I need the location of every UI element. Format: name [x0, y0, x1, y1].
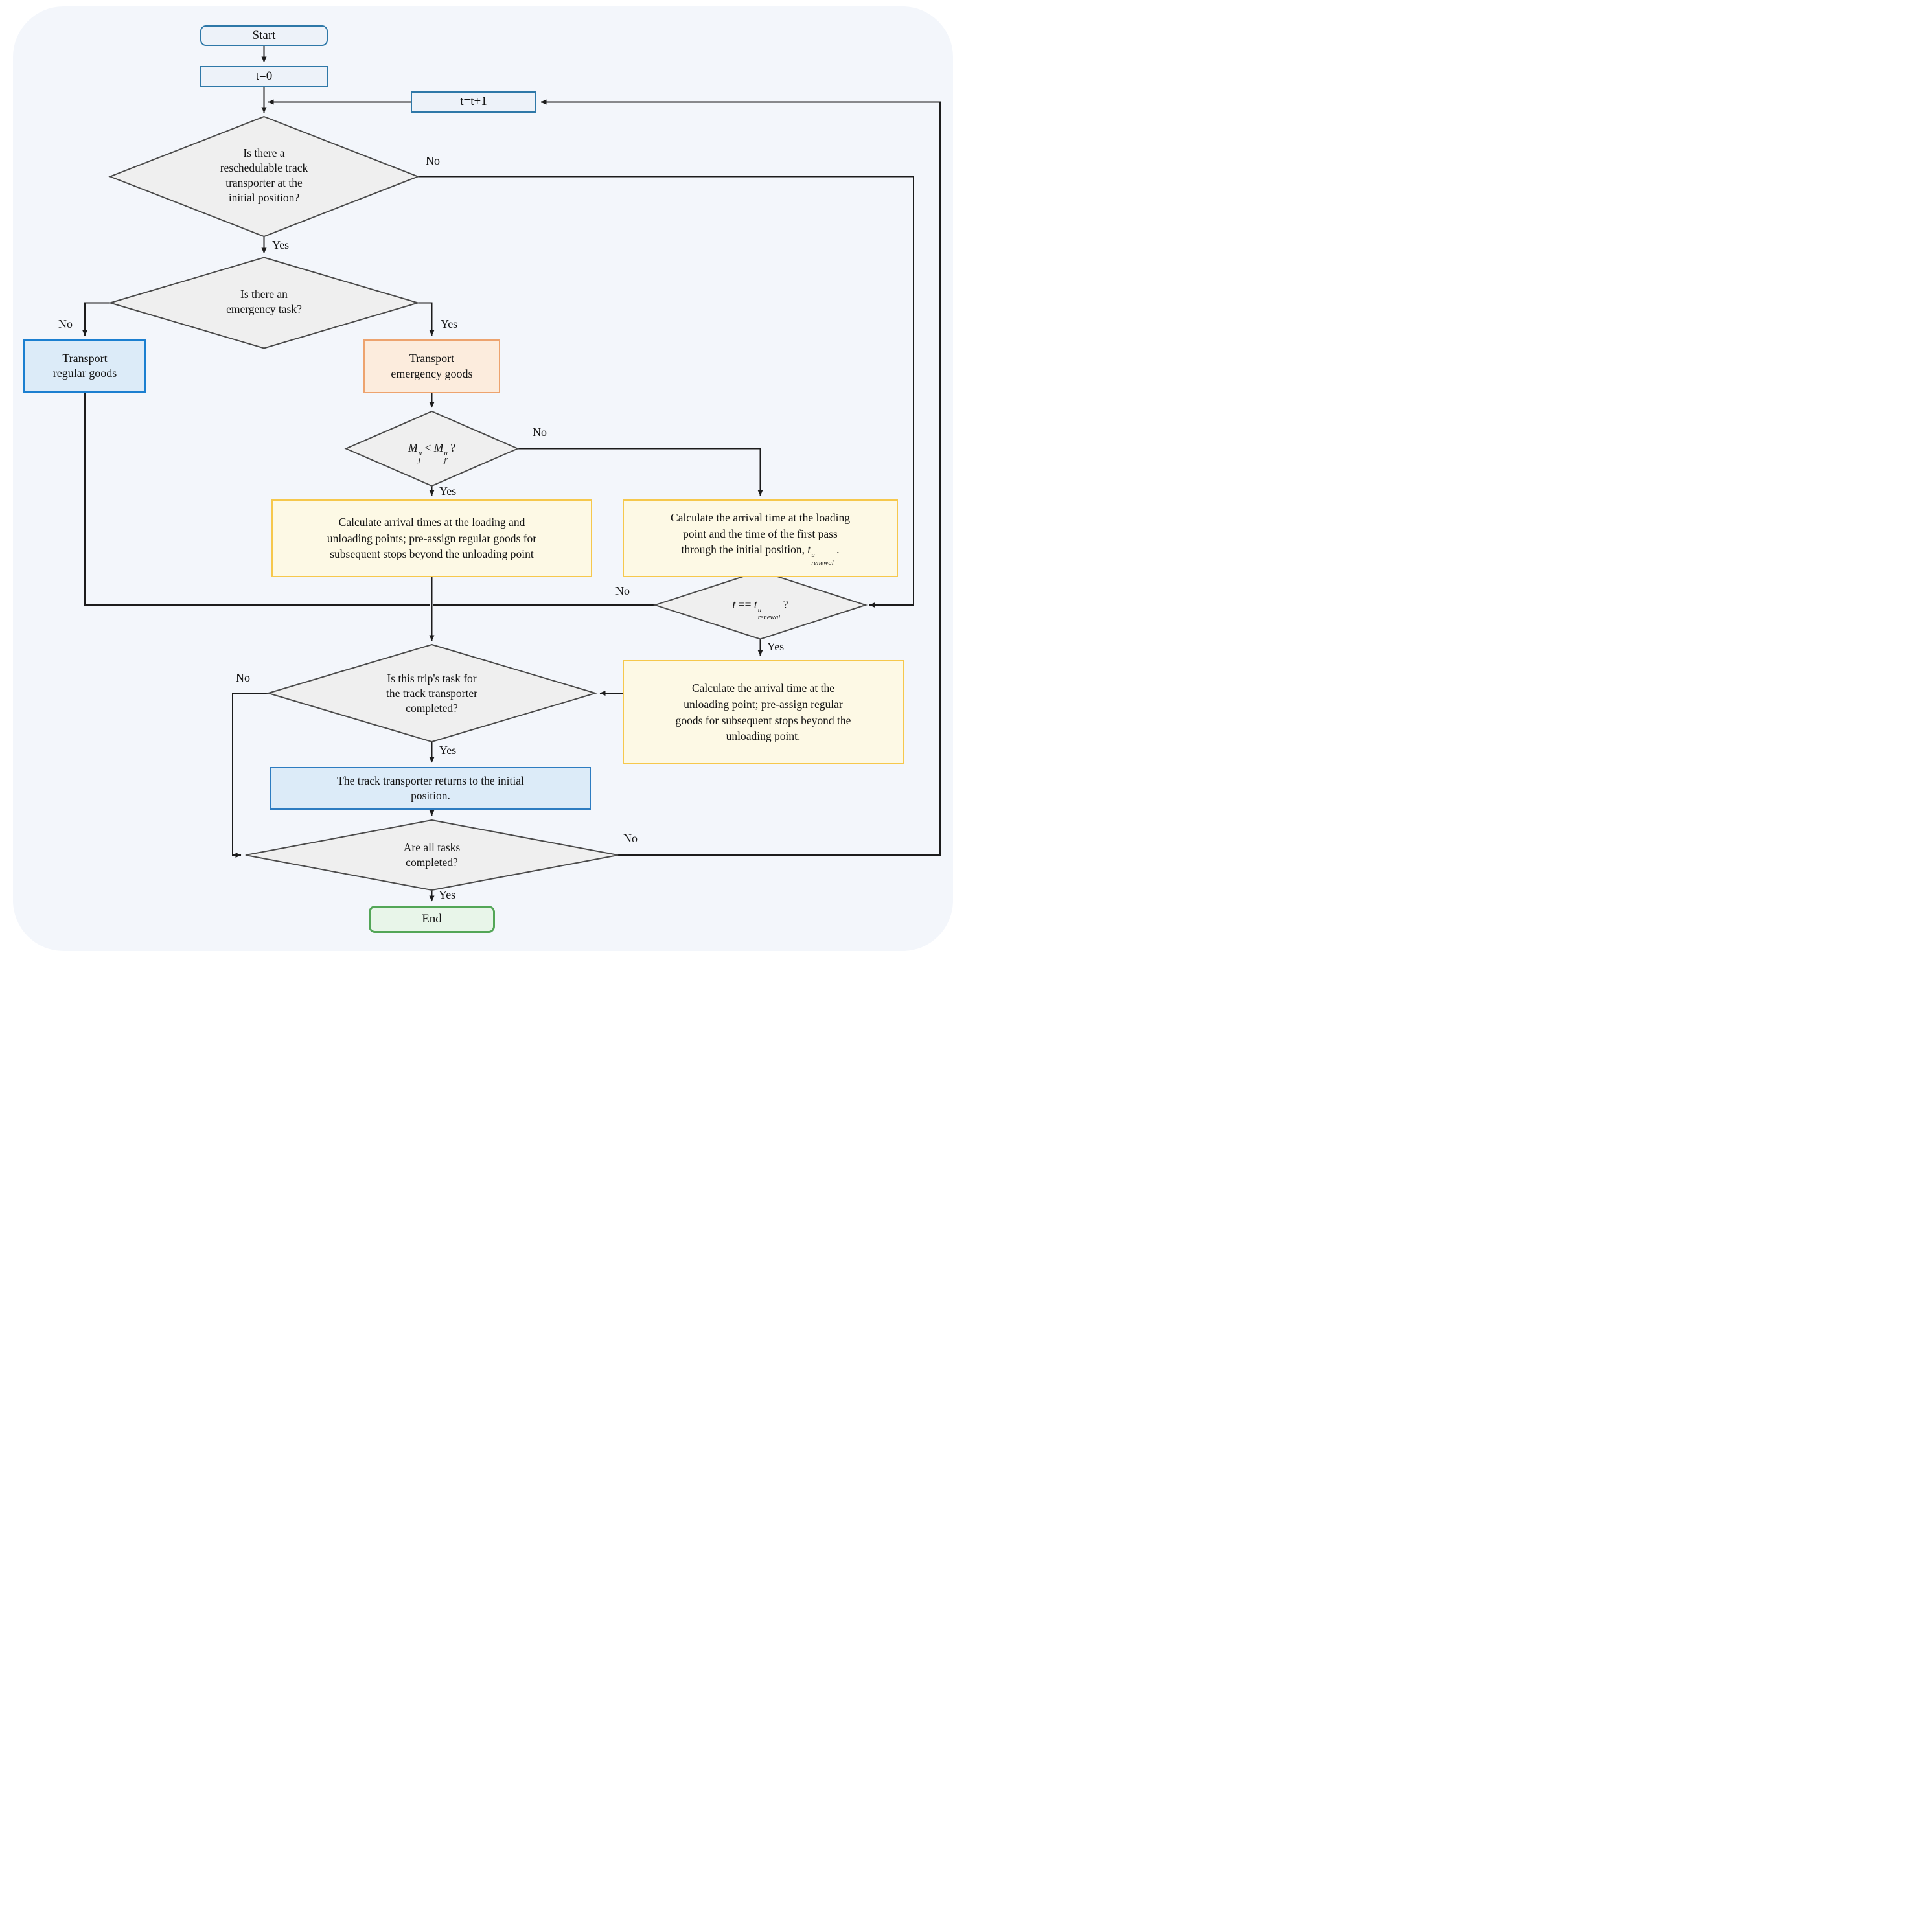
connector-layer	[82, 46, 941, 902]
edge-emergency-yes	[418, 302, 435, 336]
label-alltasks-yes: Yes	[439, 888, 456, 901]
decision-emergency-shape	[108, 257, 420, 349]
t0-label: t=0	[255, 69, 273, 83]
transport-emergency-node: Transport emergency goods	[363, 339, 500, 393]
decision-alltasks: Are all tasks completed?	[403, 841, 461, 869]
label-reschedulable-yes: Yes	[272, 238, 290, 251]
t-increment-label: t=t+1	[460, 95, 487, 109]
decision-reschedulable: Is there a reschedulable track transport…	[220, 146, 308, 205]
label-emergency-yes: Yes	[441, 317, 458, 330]
decision-emergency: Is there an emergency task?	[226, 288, 302, 316]
label-trip-no: No	[236, 671, 250, 684]
label-renewal-no: No	[615, 584, 630, 597]
return-initial-node: The track transporter returns to the ini…	[270, 767, 591, 810]
start-label: Start	[252, 28, 276, 42]
calc-loading-first-pass-node: Calculate the arrival time at the loadin…	[623, 499, 898, 577]
edge-triptask-no	[232, 693, 268, 858]
edge-emergency-no	[82, 302, 110, 336]
label-capacity-yes: Yes	[439, 485, 457, 498]
decision-renewal-shape	[652, 570, 868, 640]
t0-node: t=0	[200, 66, 328, 87]
calc-unloading-node: Calculate the arrival time at the unload…	[623, 660, 904, 764]
edge-reschedulable-no	[418, 176, 914, 608]
label-emergency-no: No	[58, 317, 73, 330]
decision-capacity-shape	[344, 410, 520, 487]
edge-alltasks-no-loop	[540, 99, 941, 856]
calc-loading-unloading-node: Calculate arrival times at the loading a…	[271, 499, 592, 577]
start-node: Start	[200, 25, 328, 46]
label-renewal-yes: Yes	[767, 640, 785, 653]
label-capacity-no: No	[533, 426, 547, 439]
t-increment-node: t=t+1	[411, 91, 536, 113]
end-label: End	[422, 911, 442, 926]
decision-reschedulable-shape	[108, 115, 420, 238]
label-reschedulable-no: No	[426, 154, 440, 167]
edge-transport-regular-merge	[84, 393, 430, 606]
end-node: End	[369, 906, 495, 933]
decision-alltasks-shape	[245, 819, 619, 891]
label-alltasks-no: No	[623, 832, 638, 845]
edge-capacity-no	[518, 448, 763, 496]
flowchart-canvas: Start t=0 t=t+1 Is there a reschedulable…	[0, 0, 966, 957]
label-trip-yes: Yes	[439, 744, 457, 757]
decision-triptask-shape	[266, 643, 598, 743]
decision-triptask: Is this trip's task for the track transp…	[386, 672, 477, 715]
transport-regular-node: Transport regular goods	[23, 339, 146, 393]
